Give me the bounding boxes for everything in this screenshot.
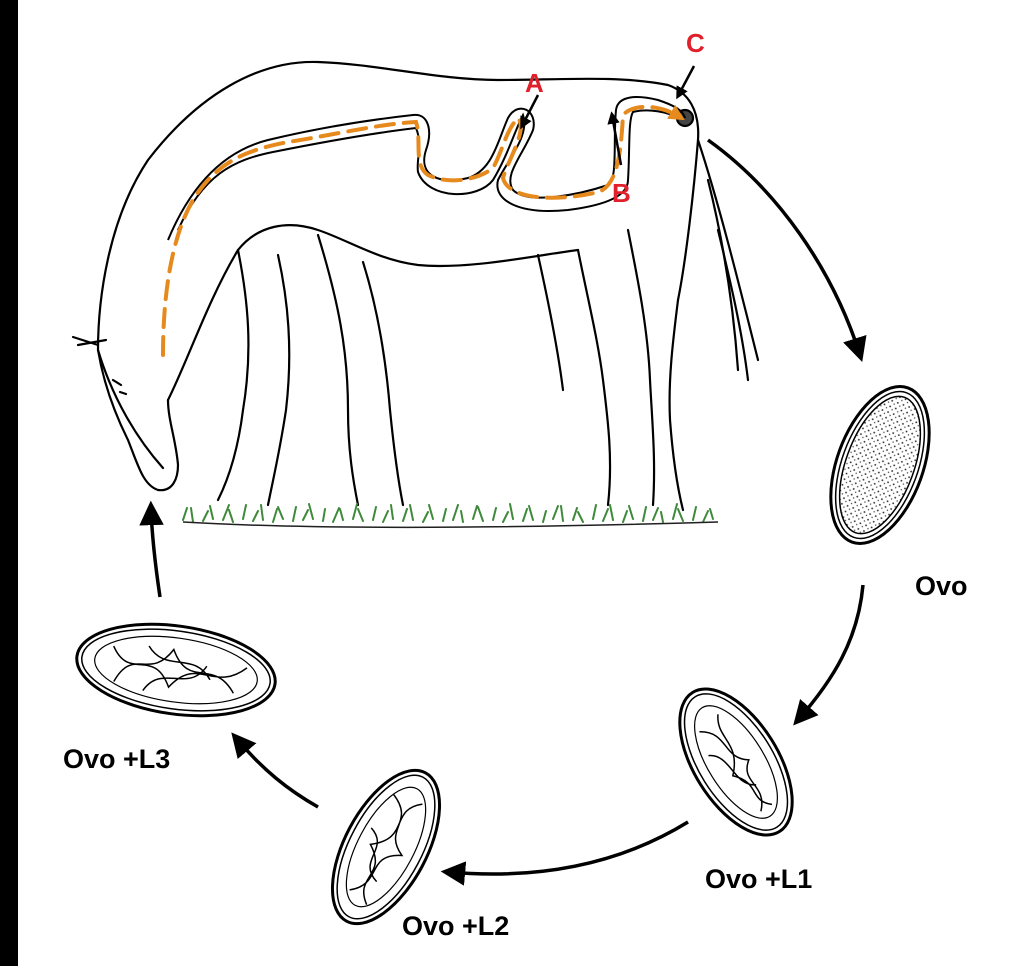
curved-arrow-icon	[708, 140, 860, 355]
marker-c-label: C	[686, 28, 705, 58]
stage-label-egg-l1: Ovo +L1	[705, 864, 812, 894]
stage-label-egg-l3: Ovo +L3	[63, 744, 170, 774]
stage-label-egg-l2: Ovo +L2	[402, 911, 509, 941]
grass	[183, 504, 713, 522]
ground-line	[183, 522, 718, 527]
curved-arrow-icon	[236, 738, 318, 807]
marker-a-arrow	[522, 95, 538, 126]
curved-arrow-icon	[448, 822, 688, 874]
marker-b-label: B	[612, 178, 631, 208]
marker-a-label: A	[525, 68, 544, 98]
digestive-tract	[168, 97, 685, 240]
life-cycle-diagram: A B C Ovo Ovo +L1 Ovo +L2 Ovo +L3	[18, 0, 1013, 966]
diagram-panel: A B C Ovo Ovo +L1 Ovo +L2 Ovo +L3	[18, 0, 1013, 966]
curved-arrow-icon	[151, 508, 160, 597]
stage-label-egg: Ovo	[915, 571, 968, 601]
parasite-egg-icon	[71, 613, 281, 728]
curved-arrow-icon	[798, 585, 863, 720]
larva-migration-path	[163, 107, 678, 355]
parasite-egg-icon	[812, 373, 949, 557]
marker-c-arrow	[678, 66, 694, 96]
